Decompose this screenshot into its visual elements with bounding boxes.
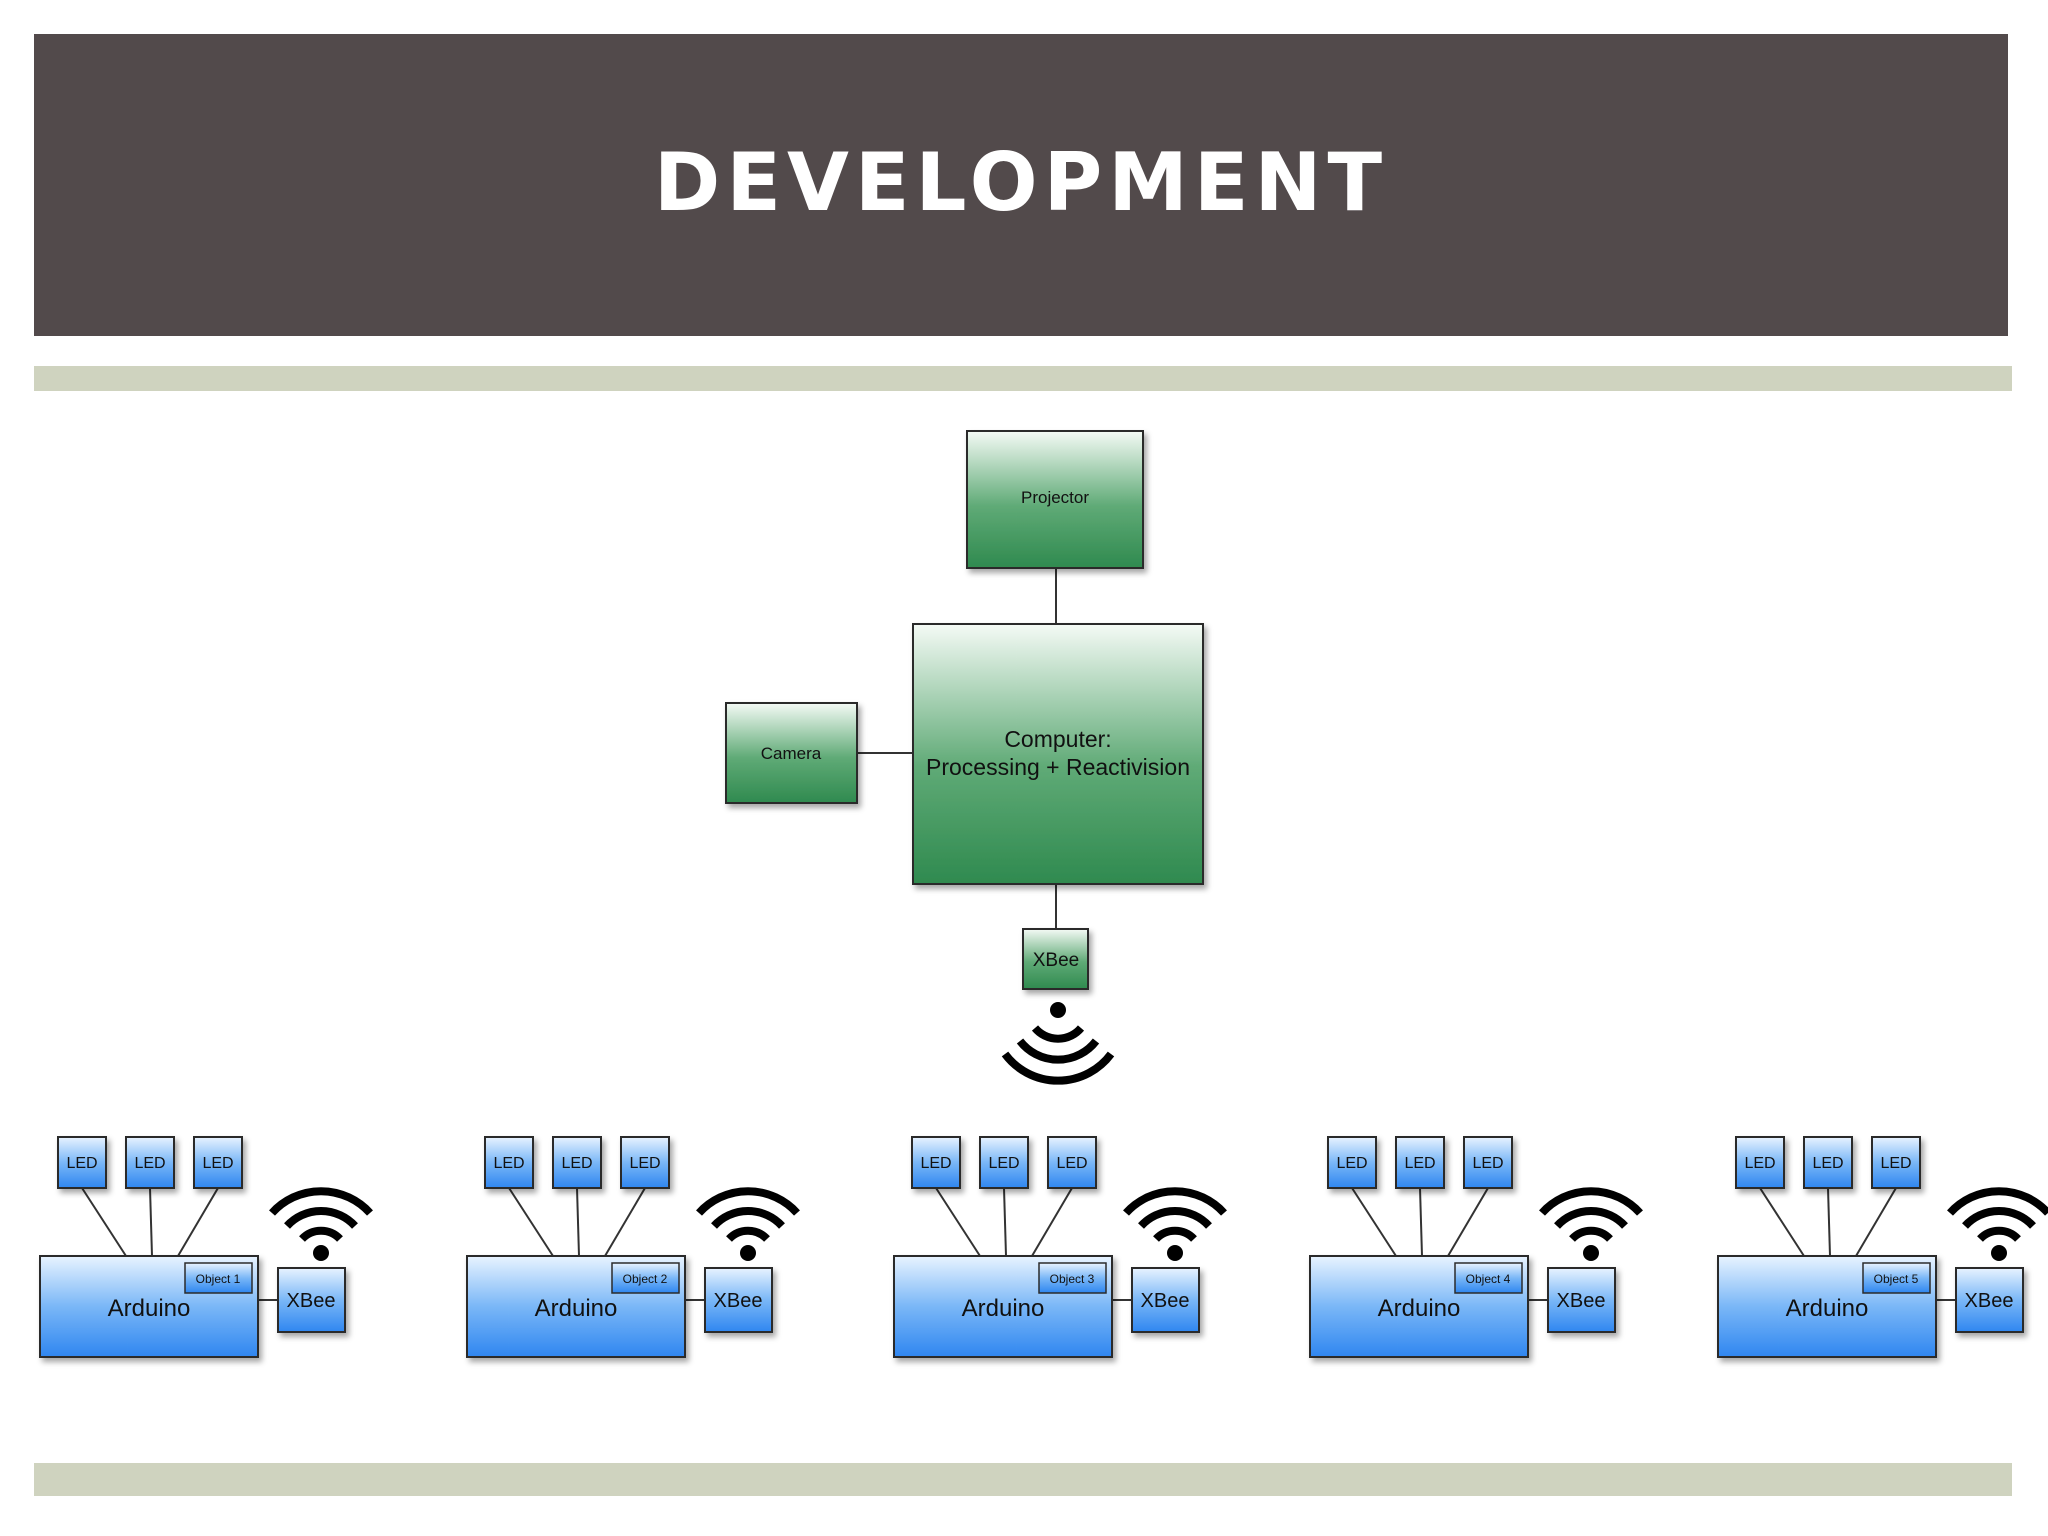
- led-box: LED: [911, 1136, 961, 1189]
- led-connector: [1855, 1187, 1897, 1257]
- led-connector: [935, 1187, 981, 1257]
- led-box: LED: [620, 1136, 670, 1189]
- main-xbee-box: XBee: [1022, 928, 1089, 990]
- led-box: LED: [1047, 1136, 1097, 1189]
- arduino-label: Arduino: [962, 1295, 1045, 1322]
- bottom-divider: [34, 1463, 2012, 1496]
- led-connector: [1447, 1187, 1489, 1257]
- wifi-icon: [269, 1187, 373, 1261]
- object-label: Object 1: [196, 1272, 241, 1286]
- arduino-label: Arduino: [108, 1295, 191, 1322]
- led-box: LED: [57, 1136, 107, 1189]
- arduino-label: Arduino: [535, 1295, 618, 1322]
- wifi-icon: [1539, 1187, 1643, 1261]
- top-divider: [34, 366, 2012, 391]
- led-box: LED: [552, 1136, 602, 1189]
- object-group-5: LED LED LED Arduino Object 5 XBee: [1717, 1136, 2048, 1358]
- led-label: LED: [1056, 1155, 1087, 1172]
- led-box: LED: [979, 1136, 1029, 1189]
- xbee-box: XBee: [1131, 1267, 1200, 1333]
- arduino-box: Arduino Object 4: [1309, 1255, 1529, 1358]
- led-box: LED: [125, 1136, 175, 1189]
- object-label: Object 4: [1466, 1272, 1511, 1286]
- projector-box: Projector: [966, 430, 1144, 569]
- object-group-4: LED LED LED Arduino Object 4 XBee: [1309, 1136, 1643, 1358]
- computer-label-line2: Processing + Reactivision: [926, 754, 1190, 780]
- xbee-box: XBee: [277, 1267, 346, 1333]
- arduino-box: Arduino Object 2: [466, 1255, 686, 1358]
- slide-title: DEVELOPMENT: [653, 135, 1389, 229]
- arduino-box: Arduino Object 5: [1717, 1255, 1937, 1358]
- xbee-label: XBee: [1141, 1290, 1190, 1312]
- led-connector: [508, 1187, 554, 1257]
- wifi-icon: [1123, 1187, 1227, 1261]
- arduino-box: Arduino Object 3: [893, 1255, 1113, 1358]
- led-box: LED: [1871, 1136, 1921, 1189]
- broadcast-icon: [1001, 1002, 1115, 1085]
- xbee-box: XBee: [704, 1267, 773, 1333]
- led-box: LED: [1463, 1136, 1513, 1189]
- led-box: LED: [193, 1136, 243, 1189]
- led-connector: [1419, 1187, 1423, 1257]
- led-connector: [1827, 1187, 1831, 1257]
- xbee-label: XBee: [1965, 1290, 2014, 1312]
- object-label: Object 3: [1050, 1272, 1095, 1286]
- led-label: LED: [920, 1155, 951, 1172]
- led-label: LED: [493, 1155, 524, 1172]
- object-groups: LED LED LED Arduino Object 1 XBee LED LED LED Ard…: [39, 1136, 2048, 1358]
- led-connector: [1759, 1187, 1805, 1257]
- led-connector: [149, 1187, 153, 1257]
- led-label: LED: [1404, 1155, 1435, 1172]
- led-label: LED: [1336, 1155, 1367, 1172]
- led-connector: [604, 1187, 646, 1257]
- led-connector: [1003, 1187, 1007, 1257]
- xbee-label: XBee: [714, 1290, 763, 1312]
- led-label: LED: [1812, 1155, 1843, 1172]
- object-group-1: LED LED LED Arduino Object 1 XBee: [39, 1136, 373, 1358]
- main-xbee-label: XBee: [1033, 950, 1079, 971]
- arduino-label: Arduino: [1378, 1295, 1461, 1322]
- projector-label: Projector: [1021, 488, 1089, 507]
- arduino-label: Arduino: [1786, 1295, 1869, 1322]
- led-label: LED: [134, 1155, 165, 1172]
- xbee-label: XBee: [1557, 1290, 1606, 1312]
- computer-box: Computer: Processing + Reactivision: [912, 623, 1204, 885]
- led-label: LED: [988, 1155, 1019, 1172]
- camera-box: Camera: [725, 702, 858, 804]
- led-box: LED: [484, 1136, 534, 1189]
- led-connector: [81, 1187, 127, 1257]
- led-box: LED: [1735, 1136, 1785, 1189]
- object-label: Object 2: [623, 1272, 668, 1286]
- led-label: LED: [561, 1155, 592, 1172]
- led-connector: [177, 1187, 219, 1257]
- led-label: LED: [1880, 1155, 1911, 1172]
- xbee-label: XBee: [287, 1290, 336, 1312]
- led-label: LED: [1744, 1155, 1775, 1172]
- wifi-icon: [1947, 1187, 2048, 1261]
- object-group-3: LED LED LED Arduino Object 3 XBee: [893, 1136, 1227, 1358]
- led-box: LED: [1395, 1136, 1445, 1189]
- led-label: LED: [66, 1155, 97, 1172]
- led-label: LED: [202, 1155, 233, 1172]
- wifi-icon: [696, 1187, 800, 1261]
- led-connector: [576, 1187, 580, 1257]
- camera-label: Camera: [761, 744, 822, 763]
- led-label: LED: [1472, 1155, 1503, 1172]
- led-label: LED: [629, 1155, 660, 1172]
- xbee-box: XBee: [1547, 1267, 1616, 1333]
- object-group-2: LED LED LED Arduino Object 2 XBee: [466, 1136, 800, 1358]
- computer-label-line1: Computer:: [1004, 726, 1111, 752]
- title-bar: DEVELOPMENT: [34, 34, 2008, 336]
- led-box: LED: [1327, 1136, 1377, 1189]
- led-connector: [1031, 1187, 1073, 1257]
- led-box: LED: [1803, 1136, 1853, 1189]
- arduino-box: Arduino Object 1: [39, 1255, 259, 1358]
- led-connector: [1351, 1187, 1397, 1257]
- xbee-box: XBee: [1955, 1267, 2024, 1333]
- object-label: Object 5: [1874, 1272, 1919, 1286]
